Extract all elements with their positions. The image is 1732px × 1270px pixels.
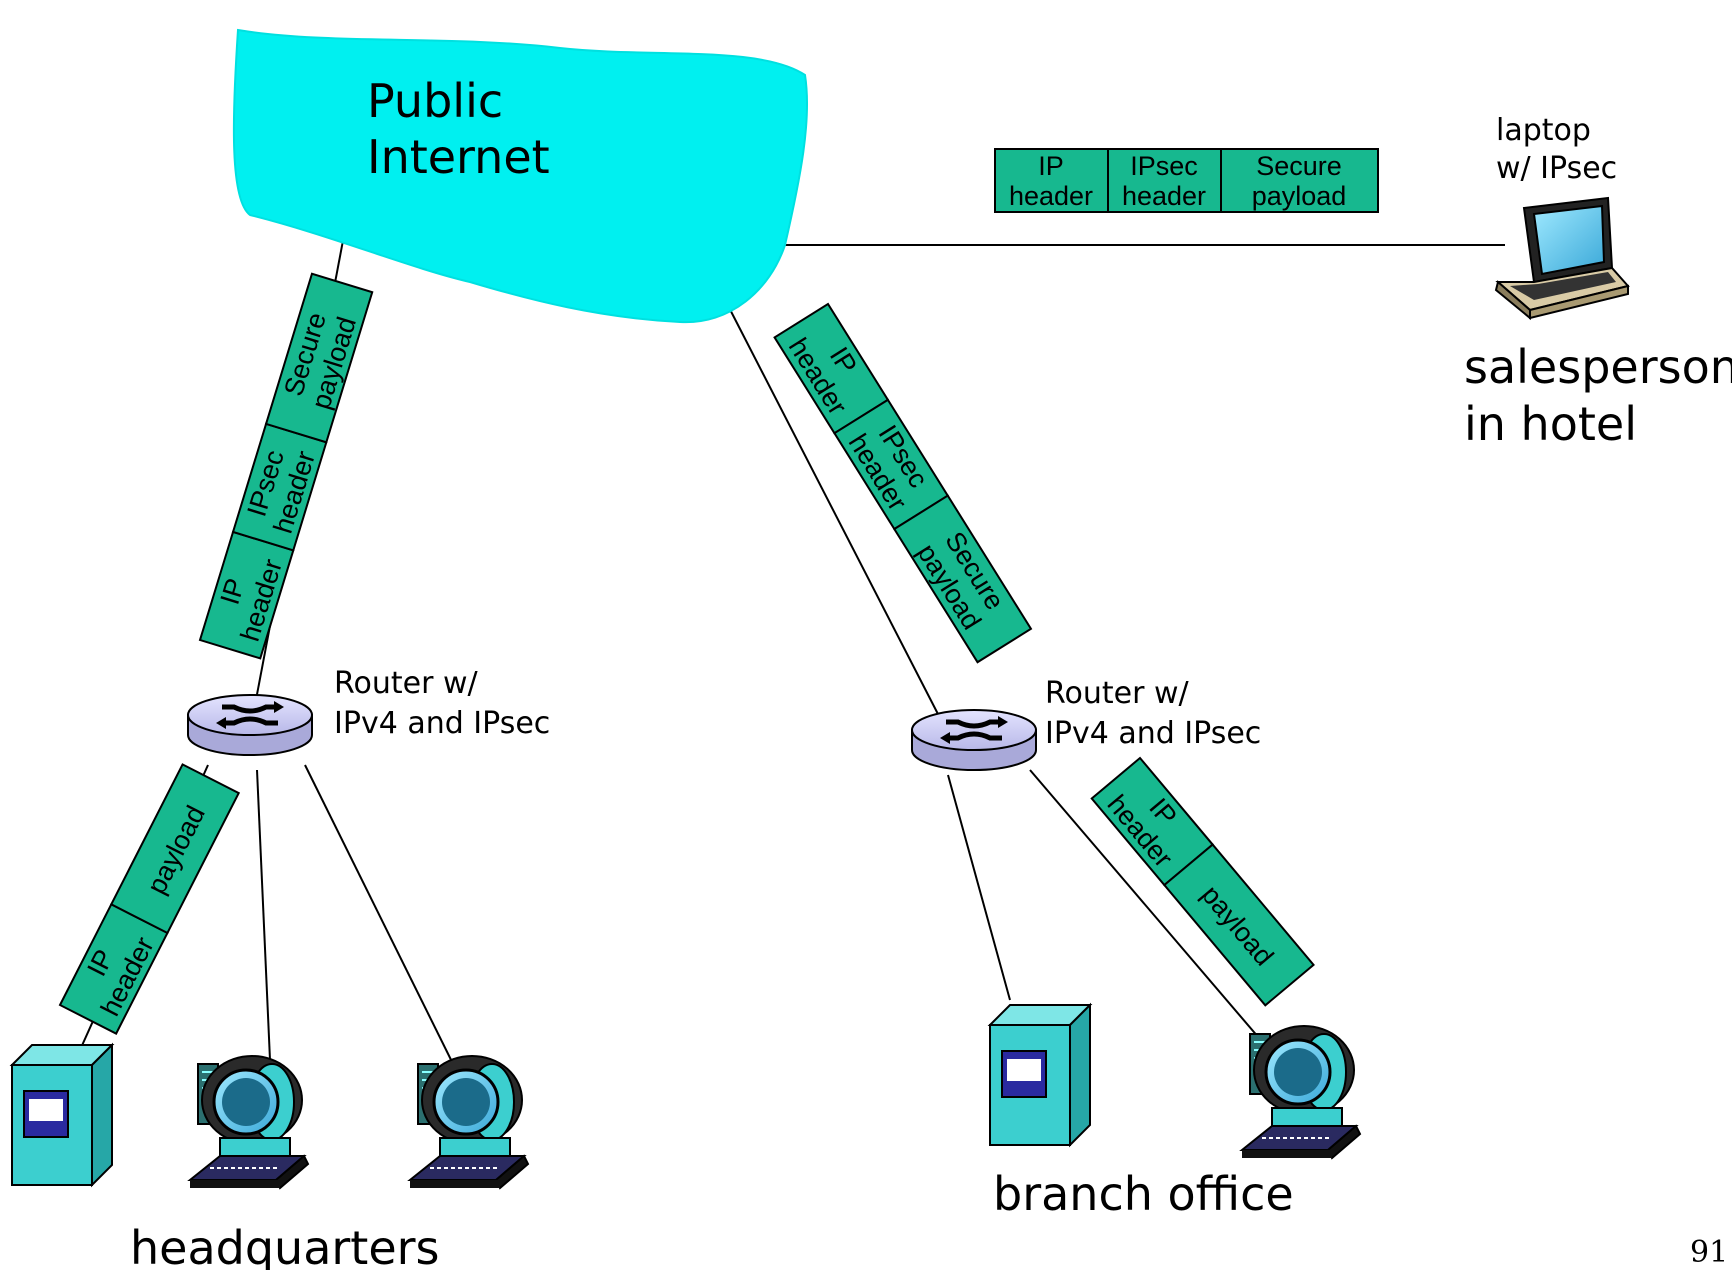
hq-router-label-line1: Router w/ [334,666,478,701]
packet-cell-payload [1162,843,1315,1007]
packet-text: IPsec [1130,151,1198,181]
laptop-label-line1: laptop [1496,113,1591,148]
packet-text: Secure [1256,151,1342,181]
hq-router-icon [188,695,312,755]
branch-desktop-link [1029,769,1266,1046]
hq-desktop-icon [408,1054,530,1190]
packet-laptop: IP header IPsec header Secure payload [994,148,1379,213]
packet-text: IP [1038,151,1064,181]
packet-text: payload [1252,181,1347,211]
branch-office-label: branch office [993,1167,1294,1221]
hq-desktop2-link [304,764,463,1083]
packet-hq-uplink: IP header IPsec header Secure payload [198,272,374,660]
branch-uplink [719,289,941,719]
packet-cell-secure-payload [892,494,1033,664]
packet-text: header [1122,181,1206,211]
packet-hq-lan: IP header payload [58,763,241,1035]
branch-router-label-line1: Router w/ [1045,676,1189,711]
branch-desktop-icon [1240,1024,1362,1160]
packet-branch-uplink: IP header IPsec header Secure payload [773,302,1033,664]
packet-cell-payload [109,763,241,935]
hq-desktop-icon [188,1054,310,1190]
branch-server-link [947,774,1011,1001]
packet-cell-ip-header [994,148,1109,213]
branch-router-label-line2: IPv4 and IPsec [1045,716,1261,751]
hq-server-icon [11,1044,113,1186]
public-internet-cloud [232,28,809,324]
packet-text: header [1009,181,1093,211]
headquarters-label: headquarters [130,1221,440,1270]
packet-cell-secure-payload [1220,148,1379,213]
cloud-label-line2: Internet [367,130,550,184]
cloud-label-line1: Public [367,74,503,128]
branch-server-icon [989,1004,1091,1146]
laptop-icon [1495,197,1629,319]
packet-cell-ipsec-header [1107,148,1222,213]
salesperson-label-line2: in hotel [1464,397,1637,451]
laptop-label-line2: w/ IPsec [1496,151,1617,186]
packet-cell-secure-payload [264,272,374,444]
page-number: 91 [1690,1235,1728,1270]
hq-router-label-line2: IPv4 and IPsec [334,706,550,741]
branch-router-icon [912,710,1036,770]
salesperson-label-line1: salesperson [1464,340,1732,394]
hq-desktop1-link [256,769,271,1061]
